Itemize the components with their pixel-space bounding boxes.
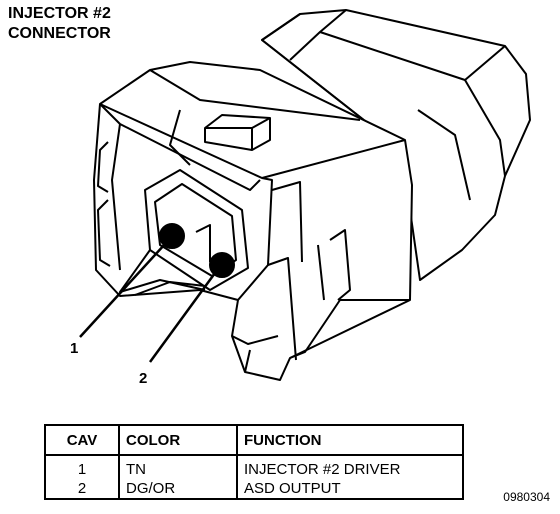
header-cav: CAV — [45, 425, 120, 456]
diagram-title: INJECTOR #2 CONNECTOR — [8, 4, 111, 44]
cell-color: DG/OR — [119, 479, 238, 499]
title-line-1: INJECTOR #2 — [8, 5, 111, 22]
callout-cavity-1: 1 — [70, 340, 79, 357]
leader-line-2 — [148, 272, 217, 363]
callout-cavity-2: 2 — [139, 370, 148, 387]
terminal-pin-2 — [209, 252, 235, 278]
cell-cav: 2 — [45, 479, 120, 499]
cell-cav: 1 — [45, 455, 120, 479]
cell-function: INJECTOR #2 DRIVER — [244, 461, 401, 478]
title-line-2: CONNECTOR — [8, 25, 111, 42]
cell-function: ASD OUTPUT — [244, 480, 341, 497]
terminal-pin-1 — [159, 223, 185, 249]
figure-code: 0980304 — [503, 490, 550, 504]
table-row: 2 DG/OR ASD OUTPUT — [45, 479, 463, 499]
header-color: COLOR — [119, 425, 238, 456]
table-header-row: CAV COLOR FUNCTION — [45, 425, 463, 456]
header-function: FUNCTION — [237, 425, 463, 456]
table-row: 1 TN INJECTOR #2 DRIVER — [45, 455, 463, 479]
latch-tab — [169, 109, 271, 166]
connector-front-housing — [93, 61, 413, 381]
pinout-table: CAV COLOR FUNCTION 1 TN INJECTOR #2 DRIV… — [44, 424, 464, 500]
leader-line-1 — [79, 243, 166, 338]
cell-color: TN — [119, 455, 238, 479]
